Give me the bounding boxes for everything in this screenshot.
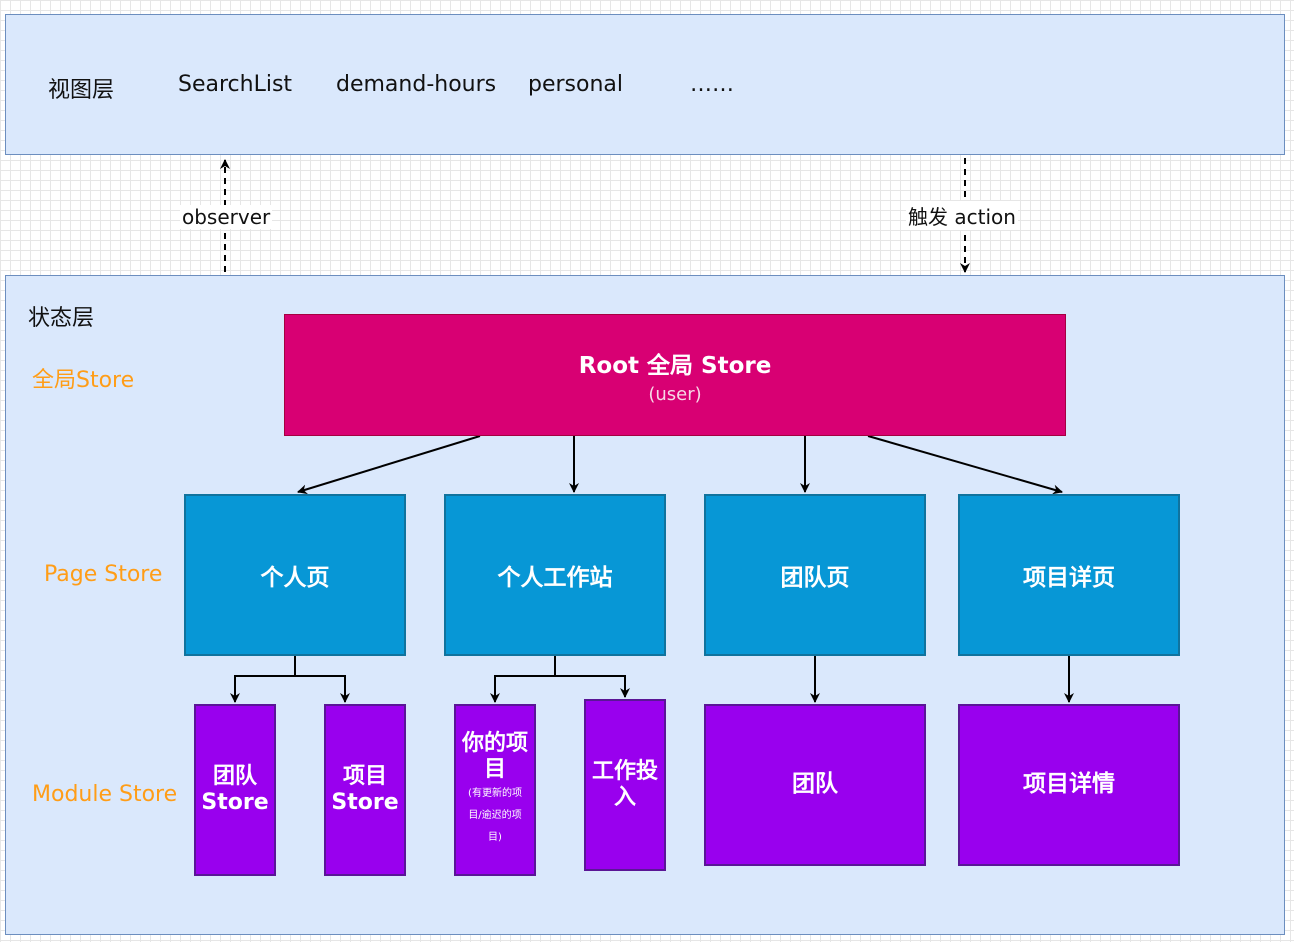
module-store-work-input-label: 工作投 入: [591, 758, 658, 810]
root-to-personal-arrow: [297, 435, 481, 495]
tier-label-global: 全局Store: [32, 368, 135, 393]
view-layer: [5, 14, 1285, 155]
module-store-your-projects: 你的项 目 (有更新的项 目/逾迟的项 目): [454, 704, 536, 876]
root-store-subtitle: (user): [648, 383, 702, 405]
page-store-project-detail: 项目详页: [958, 494, 1180, 656]
trigger-action-label: 触发 action: [906, 201, 1018, 230]
module-store-team: 团队: [704, 704, 926, 866]
module-store-project-detail-label: 项目详情: [1023, 771, 1115, 798]
module-store-team-label: 团队: [792, 771, 838, 798]
tier-label-page: Page Store: [44, 562, 163, 587]
page-store-team: 团队页: [704, 494, 926, 656]
root-store-box: Root 全局 Store (user): [284, 314, 1066, 436]
module-store-your-projects-label: 你的项 目: [461, 730, 528, 782]
module-store-your-projects-note: (有更新的项 目/逾迟的项 目): [468, 788, 522, 844]
module-store-project-detail: 项目详情: [958, 704, 1180, 866]
view-item-demand-hours: demand-hours: [336, 72, 497, 97]
workstation-to-modules-connector: [490, 656, 556, 703]
view-item-searchlist: SearchList: [178, 72, 293, 97]
module-store-project-store: 项目 Store: [324, 704, 406, 876]
page-store-personal: 个人页: [184, 494, 406, 656]
tier-label-module: Module Store: [32, 782, 178, 807]
state-layer-title: 状态层: [28, 306, 95, 331]
personal-to-modules-connector: [230, 656, 296, 703]
module-store-team-store: 团队 Store: [194, 704, 276, 876]
module-store-project-store-label: 项目 Store: [331, 763, 399, 815]
observer-label: observer: [180, 205, 273, 229]
root-to-project-page-arrow: [867, 435, 1063, 495]
view-layer-title: 视图层: [48, 78, 115, 103]
page-store-workstation: 个人工作站: [444, 494, 666, 656]
view-item-ellipsis: ……: [690, 72, 734, 97]
root-store-title: Root 全局 Store: [578, 352, 772, 379]
module-store-team-store-label: 团队 Store: [201, 763, 269, 815]
module-store-work-input: 工作投 入: [584, 699, 666, 871]
view-item-personal: personal: [528, 72, 624, 97]
